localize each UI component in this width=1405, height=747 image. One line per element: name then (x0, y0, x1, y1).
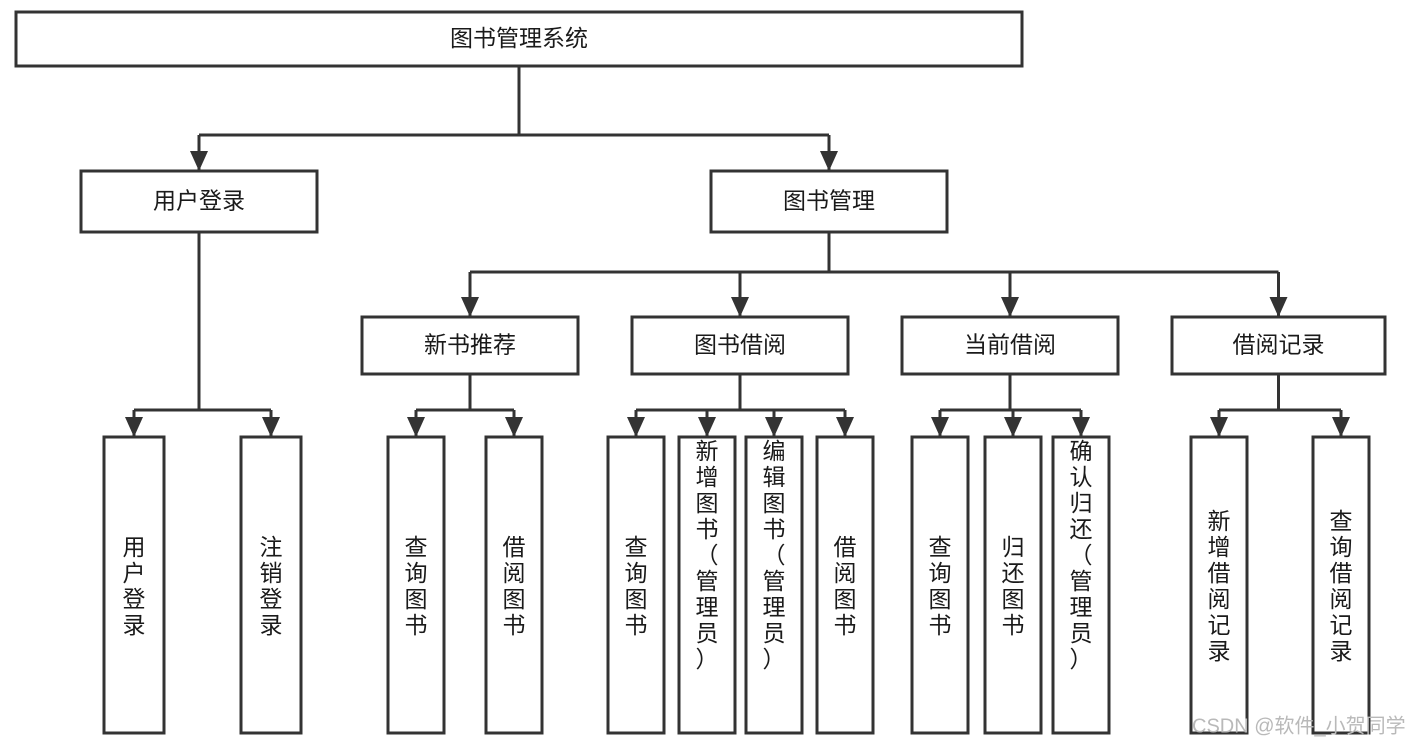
node-leaf-add-book[interactable]: 新增图书（管理员） (677, 435, 737, 735)
arrow-head-icon (627, 417, 645, 437)
arrow-head-icon (765, 417, 783, 437)
arrow-head-icon (731, 297, 749, 317)
node-box-new-book-recommend[interactable] (360, 315, 580, 376)
node-label-user-login: 用户登录 (153, 188, 245, 214)
node-label-leaf-logout: 注销登录 (260, 534, 283, 638)
node-boxes-layer: 图书管理系统用户登录图书管理新书推荐图书借阅当前借阅借阅记录用户登录注销登录查询… (14, 10, 1387, 735)
node-borrow-record[interactable]: 借阅记录 (1170, 315, 1387, 376)
node-label-leaf-query-borrow-record: 查询借阅记录 (1330, 508, 1353, 664)
arrow-head-icon (461, 297, 479, 317)
node-box-leaf-add-borrow-record[interactable] (1189, 435, 1249, 735)
node-leaf-add-borrow-record[interactable]: 新增借阅记录 (1189, 435, 1249, 735)
node-leaf-confirm-return[interactable]: 确认归还（管理员） (1051, 435, 1111, 735)
node-box-leaf-query-borrow-record[interactable] (1311, 435, 1371, 735)
node-leaf-edit-book[interactable]: 编辑图书（管理员） (744, 435, 804, 735)
arrow-head-icon (1004, 417, 1022, 437)
node-box-book-management[interactable] (709, 169, 949, 234)
arrow-head-icon (820, 151, 838, 171)
node-current-borrow[interactable]: 当前借阅 (900, 315, 1120, 376)
arrow-head-icon (1210, 417, 1228, 437)
node-root-system[interactable]: 图书管理系统 (14, 10, 1024, 68)
node-leaf-query-borrow-record[interactable]: 查询借阅记录 (1311, 435, 1371, 735)
node-label-leaf-edit-book: 编辑图书（管理员） (763, 438, 786, 672)
node-box-leaf-query-book-current[interactable] (910, 435, 970, 735)
node-leaf-user-login[interactable]: 用户登录 (102, 435, 166, 735)
node-label-borrow-record: 借阅记录 (1233, 332, 1325, 358)
node-label-root-system: 图书管理系统 (450, 25, 588, 51)
node-label-leaf-query-book-recommend: 查询图书 (405, 534, 428, 638)
node-label-leaf-add-book: 新增图书（管理员） (696, 438, 719, 672)
node-box-user-login[interactable] (79, 169, 319, 234)
node-leaf-borrow-book-recommend[interactable]: 借阅图书 (484, 435, 544, 735)
node-leaf-query-book-current[interactable]: 查询图书 (910, 435, 970, 735)
arrow-head-icon (1001, 297, 1019, 317)
node-label-leaf-borrow-book: 借阅图书 (834, 534, 857, 638)
node-box-leaf-return-book[interactable] (983, 435, 1043, 735)
arrow-head-icon (836, 417, 854, 437)
node-box-leaf-user-login[interactable] (102, 435, 166, 735)
node-leaf-query-book-borrow[interactable]: 查询图书 (606, 435, 666, 735)
node-book-borrow[interactable]: 图书借阅 (630, 315, 850, 376)
node-leaf-logout[interactable]: 注销登录 (239, 435, 303, 735)
node-box-root-system[interactable] (14, 10, 1024, 68)
node-label-leaf-query-book-current: 查询图书 (929, 534, 952, 638)
node-label-leaf-confirm-return: 确认归还（管理员） (1070, 438, 1093, 672)
node-box-leaf-add-book[interactable] (677, 435, 737, 735)
node-box-book-borrow[interactable] (630, 315, 850, 376)
arrow-head-icon (407, 417, 425, 437)
node-box-borrow-record[interactable] (1170, 315, 1387, 376)
node-label-new-book-recommend: 新书推荐 (424, 332, 516, 358)
node-box-current-borrow[interactable] (900, 315, 1120, 376)
node-label-book-borrow: 图书借阅 (694, 332, 786, 358)
arrow-head-icon (1072, 417, 1090, 437)
node-box-leaf-borrow-book-recommend[interactable] (484, 435, 544, 735)
arrow-head-icon (505, 417, 523, 437)
arrow-head-icon (190, 151, 208, 171)
node-leaf-return-book[interactable]: 归还图书 (983, 435, 1043, 735)
node-box-leaf-edit-book[interactable] (744, 435, 804, 735)
node-box-leaf-borrow-book[interactable] (815, 435, 875, 735)
node-label-current-borrow: 当前借阅 (964, 332, 1056, 358)
arrow-head-icon (1269, 297, 1288, 317)
node-label-leaf-return-book: 归还图书 (1002, 534, 1025, 638)
node-new-book-recommend[interactable]: 新书推荐 (360, 315, 580, 376)
node-label-leaf-user-login: 用户登录 (123, 534, 146, 638)
node-label-leaf-borrow-book-recommend: 借阅图书 (503, 534, 526, 638)
node-box-leaf-confirm-return[interactable] (1051, 435, 1111, 735)
node-label-leaf-add-borrow-record: 新增借阅记录 (1208, 508, 1231, 664)
node-label-leaf-query-book-borrow: 查询图书 (625, 534, 648, 638)
node-label-book-management: 图书管理 (783, 188, 875, 214)
arrow-head-icon (125, 417, 143, 437)
node-leaf-borrow-book[interactable]: 借阅图书 (815, 435, 875, 735)
arrow-head-icon (1332, 417, 1350, 437)
csdn-watermark: CSDN @软件_小贺同学 (1192, 714, 1405, 737)
node-box-leaf-query-book-recommend[interactable] (386, 435, 446, 735)
node-user-login[interactable]: 用户登录 (79, 169, 319, 234)
node-box-leaf-query-book-borrow[interactable] (606, 435, 666, 735)
node-book-management[interactable]: 图书管理 (709, 169, 949, 234)
arrow-head-icon (931, 417, 949, 437)
node-box-leaf-logout[interactable] (239, 435, 303, 735)
arrow-head-icon (698, 417, 716, 437)
arrow-head-icon (262, 417, 280, 437)
node-leaf-query-book-recommend[interactable]: 查询图书 (386, 435, 446, 735)
connector-lines-layer (125, 66, 1350, 437)
